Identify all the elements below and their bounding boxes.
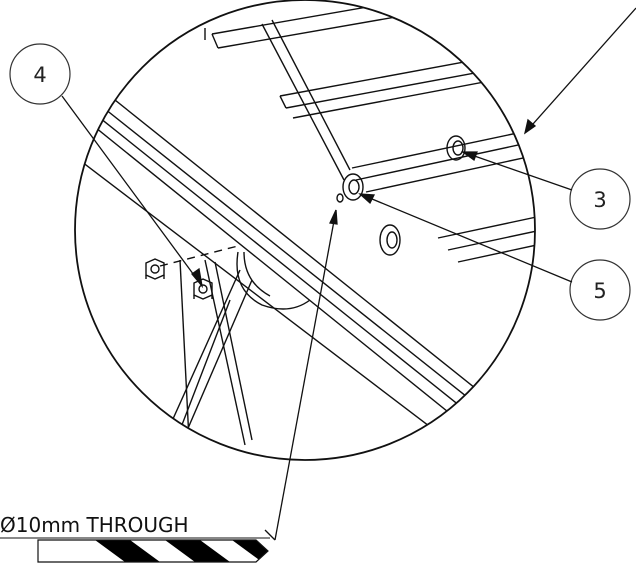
- callout-label-4: 4: [33, 63, 46, 87]
- support-leg: [149, 259, 253, 460]
- bolt-head-beam: [379, 224, 401, 256]
- washer-item-5: [342, 173, 364, 201]
- leader-lines: [61, 7, 636, 541]
- assembly-dashed-line: [159, 245, 239, 267]
- drilled-hole: [336, 193, 344, 203]
- upper-rail-2: [279, 47, 535, 119]
- leader-item-5: [359, 193, 573, 283]
- hex-nut-lower: [193, 278, 213, 300]
- hole-note-text: Ø10mm THROUGH: [0, 513, 189, 537]
- hex-nut-upper: [145, 258, 165, 280]
- upper-rail-4: [437, 211, 535, 263]
- leader-top-right: [524, 7, 636, 134]
- leader-hole-note: [274, 209, 337, 541]
- bolt-head-item-3: [446, 135, 466, 161]
- drill-bit-symbol: [37, 539, 269, 563]
- callout-balloon-4: [9, 43, 71, 105]
- main-frame-beam: [75, 28, 535, 460]
- callout-label-5: 5: [593, 279, 606, 303]
- callout-label-3: 3: [593, 188, 606, 212]
- upper-rail-3: [351, 123, 535, 193]
- pivot-hub: [236, 251, 311, 310]
- leader-item-4: [61, 95, 203, 287]
- leader-item-3: [462, 151, 573, 191]
- callout-balloon-3: [569, 168, 631, 230]
- frame-post: [261, 19, 351, 181]
- callout-balloon-5: [569, 259, 631, 321]
- leader-hole-note-tail: [264, 529, 276, 541]
- detail-circle: [74, 0, 536, 461]
